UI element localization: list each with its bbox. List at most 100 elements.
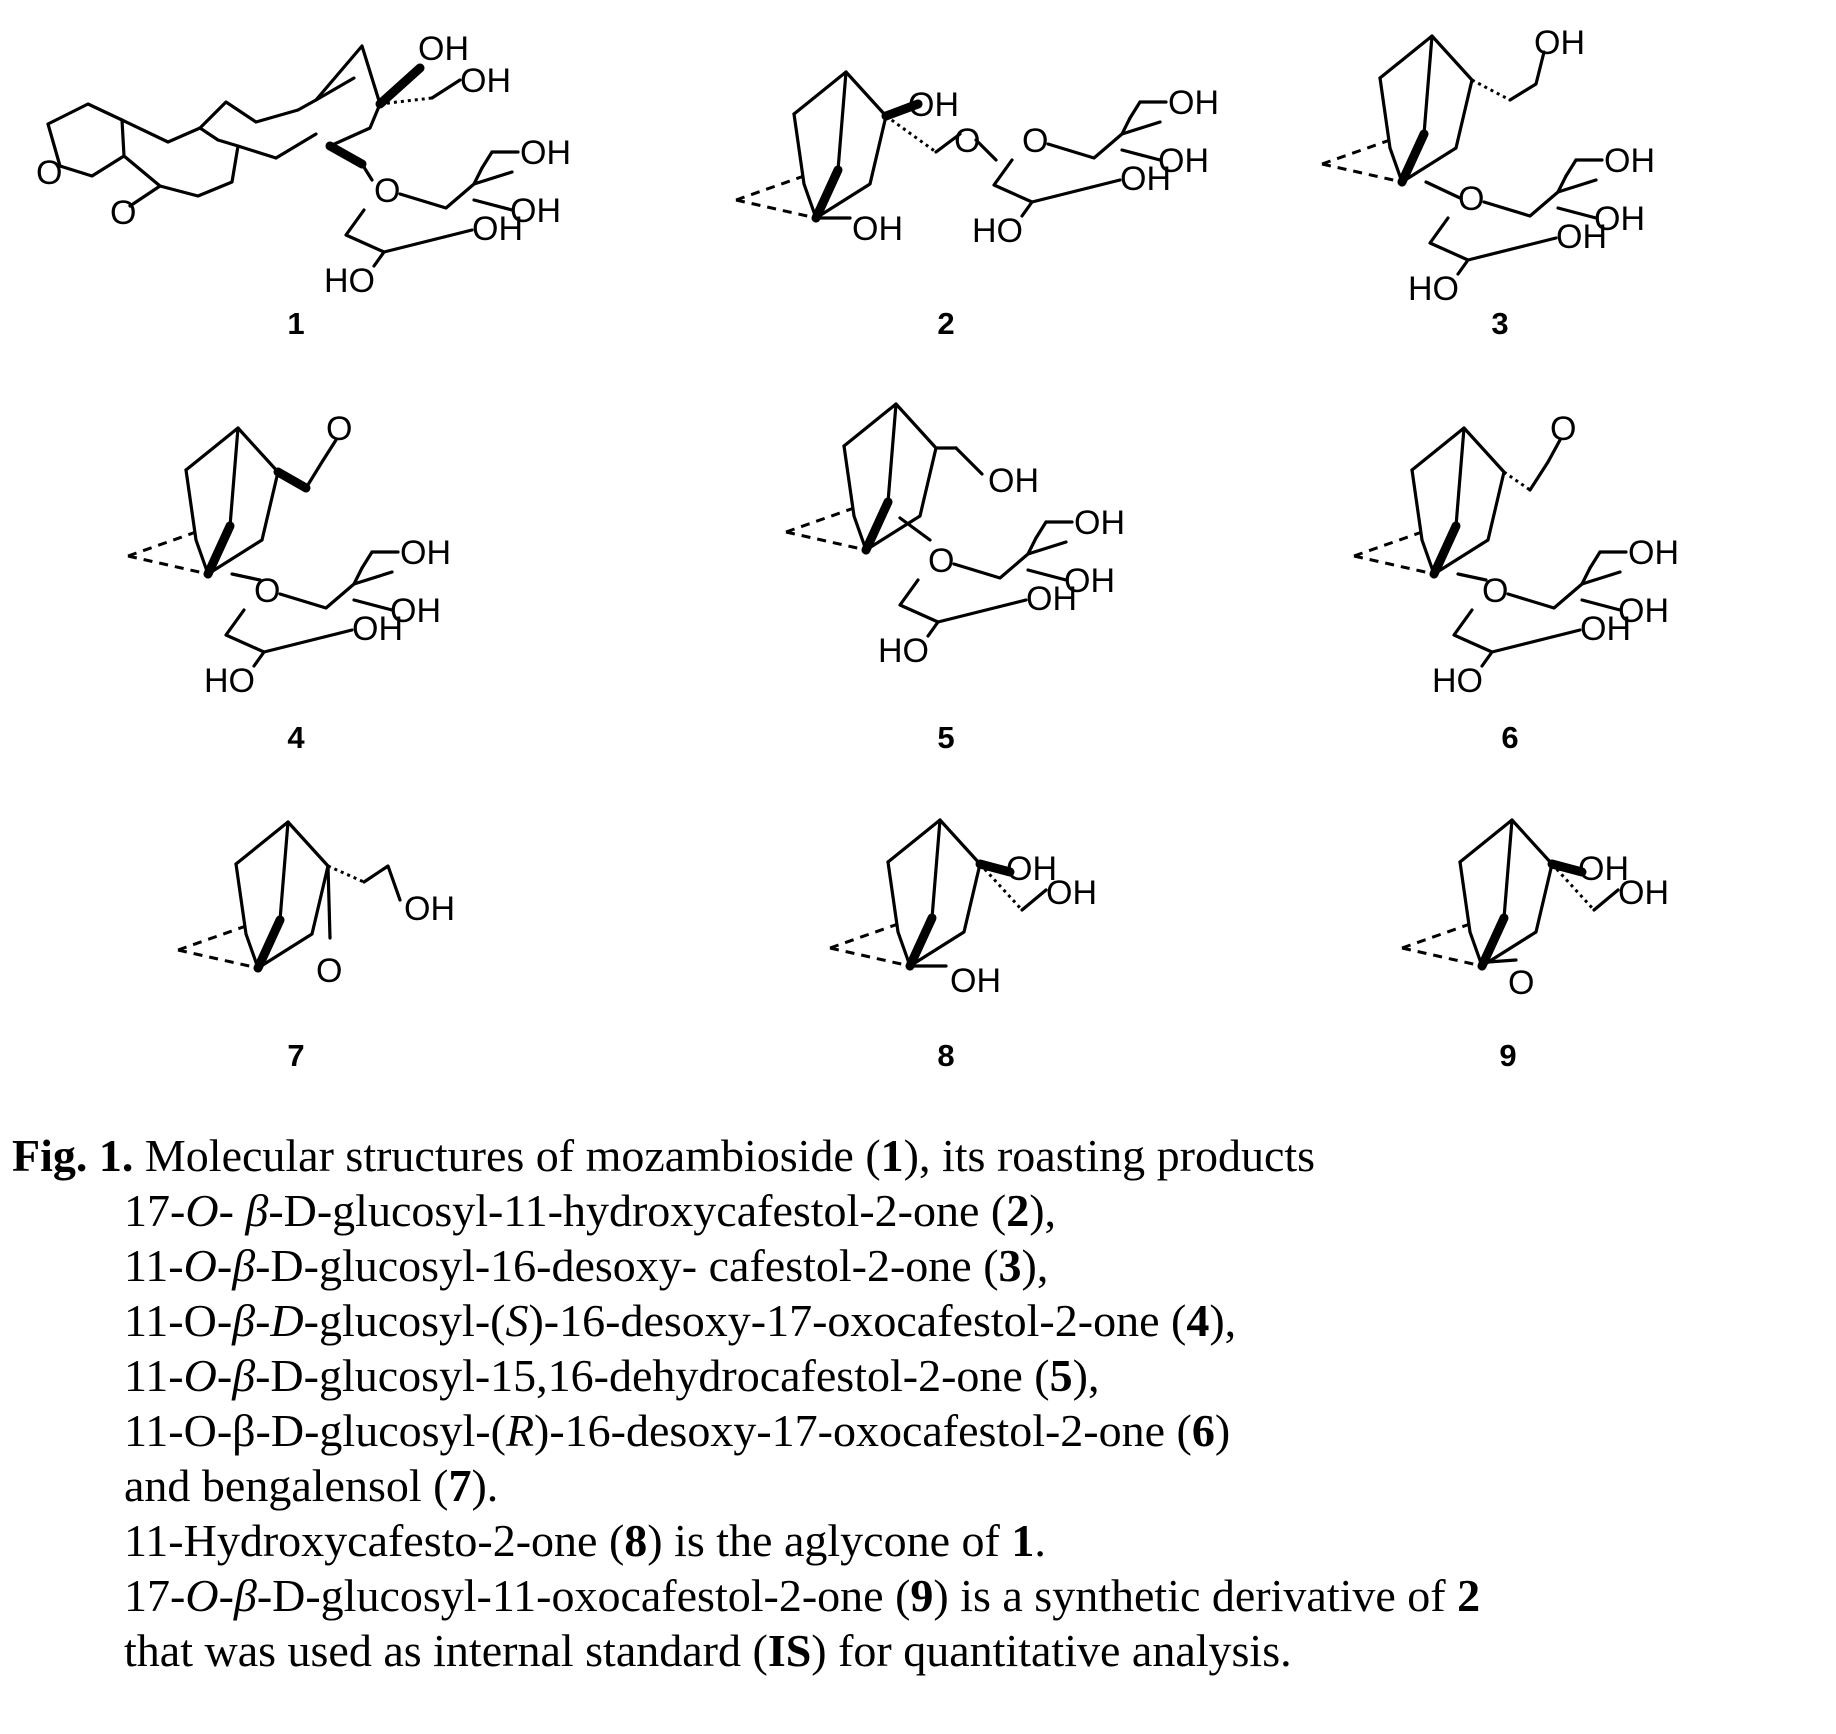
caption-text: ) for quantitative analysis. — [811, 1625, 1292, 1676]
glucose-ring-lower — [1452, 608, 1554, 654]
hydroxyl-6: OH — [1604, 142, 1655, 180]
caption-text: β — [245, 1185, 269, 1236]
hashed-bond — [379, 96, 433, 106]
bond — [1120, 120, 1162, 136]
wedge-bond — [273, 467, 311, 493]
bond — [352, 598, 394, 612]
bond — [326, 864, 332, 940]
caption-text: ), its roasting products — [903, 1130, 1316, 1181]
caption-text: β — [233, 1570, 257, 1621]
caption-text: S — [505, 1295, 529, 1346]
dashed-bond — [785, 530, 867, 552]
bond — [1556, 206, 1598, 220]
glucose-ring-lower — [992, 158, 1094, 204]
hydroxyl-4: OH — [1064, 562, 1115, 600]
dashed-bond — [1353, 530, 1423, 558]
wedge-bond — [325, 141, 367, 169]
bond — [974, 138, 998, 162]
caption-text: -D-glucosyl-11-oxocafestol-2-one ( — [256, 1570, 911, 1621]
caption-text: and bengalensol ( — [124, 1460, 449, 1511]
ring-a-b — [120, 118, 240, 198]
caption-line: 17-O- β-D-glucosyl-11-hydroxycafestol-2-… — [12, 1183, 1812, 1238]
ring-oxygen: O — [374, 172, 400, 210]
caption-text: - — [218, 1185, 246, 1236]
compound-reference: 2 — [1457, 1570, 1481, 1621]
dashed-bond — [1401, 922, 1471, 950]
caption-text: )-16-desoxy-17-oxocafestol-2-one ( — [534, 1405, 1192, 1456]
hashed-bond — [885, 114, 937, 154]
bond — [360, 550, 374, 570]
caption-text: ). — [471, 1460, 499, 1511]
hydroxyl-16: OH — [418, 30, 469, 68]
dashed-bond — [829, 946, 911, 968]
furan-oxygen: O — [36, 154, 62, 192]
wedge-bond — [1477, 913, 1509, 971]
compound-number: 5 — [937, 720, 954, 755]
compound-reference: IS — [767, 1625, 812, 1676]
compound-number: 9 — [1499, 1038, 1516, 1073]
hydroxyl-17: OH — [1046, 874, 1097, 912]
figure-label: Fig. 1. — [12, 1130, 134, 1181]
compound-number: 3 — [1491, 306, 1508, 341]
hydroxyl-11: OH — [852, 210, 903, 248]
bond — [1424, 180, 1462, 200]
hydroxyl-2: HO — [204, 662, 255, 700]
glucose-ring-upper — [952, 536, 1038, 580]
caption-text: 11- — [124, 1350, 184, 1401]
hydroxyl-3: OH — [352, 610, 403, 648]
caption-text: 11-O- — [124, 1295, 233, 1346]
hashed-bond — [978, 862, 1024, 912]
bond — [1034, 520, 1048, 540]
hydroxyl-6: OH — [1628, 534, 1679, 572]
hydroxyl-17: OH — [1618, 874, 1669, 912]
wedge-bond — [375, 63, 425, 109]
caption-text: ) — [1214, 1405, 1231, 1456]
caption-text: ), — [1072, 1350, 1100, 1401]
caption-text: ), — [1029, 1185, 1057, 1236]
caption-text: - — [216, 1240, 233, 1291]
wedge-bond — [1429, 521, 1461, 579]
bond — [1456, 258, 1470, 276]
hydroxyl-17: OH — [1534, 24, 1585, 62]
caption-line: 11-O-β-D-glucosyl-15,16-dehydrocafestol-… — [12, 1348, 1812, 1403]
caption-line: 11-O-β-D-glucosyl-16-desoxy- cafestol-2-… — [12, 1238, 1812, 1293]
dashed-bond — [785, 506, 855, 534]
wedge-bond — [811, 165, 843, 223]
ring-oxygen: O — [1458, 180, 1484, 218]
wedge-bond — [1547, 859, 1587, 877]
dashed-bond — [735, 174, 805, 202]
compound-reference: 3 — [998, 1240, 1022, 1291]
hydroxyl-3: OH — [1026, 580, 1077, 618]
hydroxyl-6: OH — [400, 534, 451, 572]
hydroxyl-6: OH — [520, 134, 571, 172]
carbonyl-oxygen: O — [110, 194, 136, 232]
caption-text: 17- — [124, 1185, 186, 1236]
caption-text: Molecular structures of mozambioside ( — [133, 1130, 881, 1181]
hydroxyl-17: OH — [460, 62, 511, 100]
wedge-bond — [1397, 129, 1429, 187]
caption-text: β — [232, 1240, 256, 1291]
caption-text: . — [1034, 1515, 1046, 1566]
cage-bridge — [1422, 34, 1434, 136]
glucose-ring-lower — [1428, 216, 1530, 262]
glucose-ring-upper — [1506, 566, 1592, 610]
caption-line: 11-Hydroxycafesto-2-one (8) is the aglyc… — [12, 1513, 1812, 1568]
compound-number: 6 — [1501, 720, 1518, 755]
caption-line: 11-O-β-D-glucosyl-(S)-16-desoxy-17-oxoca… — [12, 1293, 1812, 1348]
bond — [1120, 148, 1162, 162]
cage-ring-left — [184, 468, 210, 576]
bond — [1480, 650, 1494, 668]
caption-text: ), — [1209, 1295, 1237, 1346]
bond — [996, 598, 1028, 609]
hydroxyl-4: OH — [1158, 142, 1209, 180]
bond — [360, 162, 374, 182]
caption-line: Fig. 1. Molecular structures of mozambio… — [12, 1128, 1812, 1183]
dashed-bond — [1353, 554, 1435, 576]
bond — [472, 170, 514, 186]
bond — [472, 198, 514, 212]
